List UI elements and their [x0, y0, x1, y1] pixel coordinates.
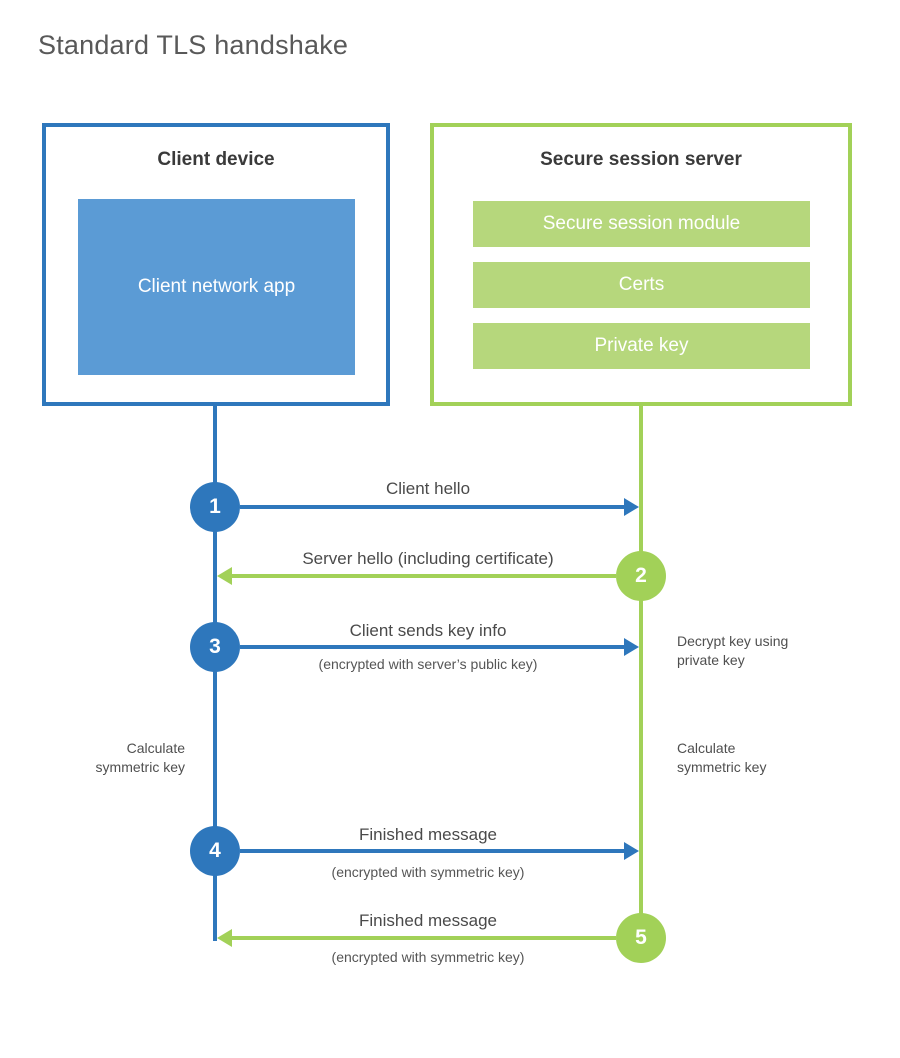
arrowhead-right-icon: [624, 842, 639, 860]
secure-session-server-title: Secure session server: [540, 149, 742, 170]
decrypt-key-note: Decrypt key using private key: [677, 633, 789, 668]
arrowhead-left-icon: [217, 929, 232, 947]
step-1-label: Client hello: [385, 479, 471, 498]
server-module-label: Private key: [594, 335, 689, 356]
step-5-arrow-line: [231, 936, 616, 940]
step-2-arrow-line: [231, 574, 616, 578]
step-4-arrow-line: [240, 849, 626, 853]
step-1-arrow-line: [240, 505, 626, 509]
client-lifeline: [213, 404, 217, 941]
server-module-bar-private-key: Private key: [473, 323, 810, 369]
client-device-box: Client device Client network app: [42, 123, 390, 406]
step-3-marker: 3: [190, 622, 240, 672]
arrowhead-right-icon: [624, 638, 639, 656]
step-5-sublabel: (encrypted with symmetric key): [331, 949, 525, 965]
step-5-number: 5: [635, 926, 647, 949]
step-5-marker: 5: [616, 913, 666, 963]
step-1-marker: 1: [190, 482, 240, 532]
step-3-sublabel: (encrypted with server’s public key): [318, 656, 538, 672]
client-network-app-label: Client network app: [137, 276, 296, 297]
client-device-title: Client device: [157, 149, 275, 170]
step-3-label: Client sends key info: [349, 621, 507, 640]
step-4-marker: 4: [190, 826, 240, 876]
server-lifeline: [639, 404, 643, 960]
step-2-marker: 2: [616, 551, 666, 601]
server-module-label: Certs: [618, 274, 665, 295]
server-module-bar-certs: Certs: [473, 262, 810, 308]
step-2-label: Server hello (including certificate): [302, 549, 554, 568]
step-3-number: 3: [209, 635, 221, 658]
step-1-number: 1: [209, 495, 221, 518]
secure-session-server-box: Secure session server Secure session mod…: [430, 123, 852, 406]
arrowhead-left-icon: [217, 567, 232, 585]
server-module-label: Secure session module: [542, 213, 741, 234]
server-module-bar-secure-session-module: Secure session module: [473, 201, 810, 247]
calculate-symmetric-key-note-server: Calculate symmetric key: [677, 740, 767, 775]
step-2-number: 2: [635, 564, 647, 587]
client-network-app-box: Client network app: [78, 199, 355, 375]
diagram-title: Standard TLS handshake: [38, 30, 349, 60]
step-5-label: Finished message: [359, 911, 497, 930]
step-3-arrow-line: [240, 645, 626, 649]
step-4-number: 4: [209, 839, 221, 862]
arrowhead-right-icon: [624, 498, 639, 516]
step-4-sublabel: (encrypted with symmetric key): [331, 864, 525, 880]
step-4-label: Finished message: [359, 825, 497, 844]
calculate-symmetric-key-note-client: Calculate symmetric key: [95, 740, 185, 775]
